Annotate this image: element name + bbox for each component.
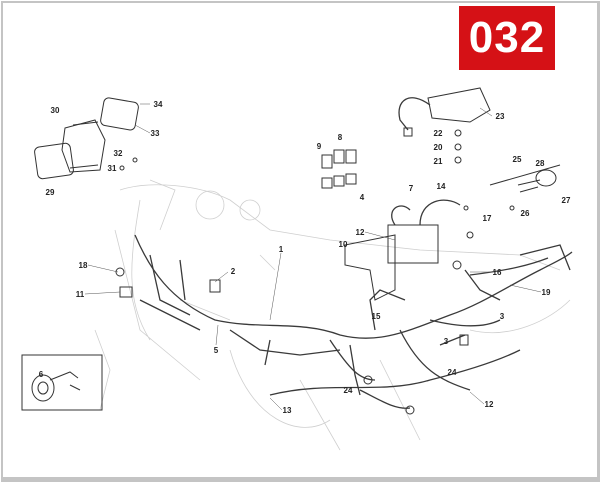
tail-light [398, 87, 491, 164]
callout-3b: 3 [444, 337, 449, 346]
callout-labels: 30 34 33 32 31 29 9 8 4 23 22 20 21 25 2… [39, 100, 571, 415]
main-harness [115, 234, 573, 415]
callout-18: 18 [79, 261, 88, 270]
callout-22: 22 [434, 129, 443, 138]
callout-12: 12 [356, 228, 365, 237]
callout-30: 30 [51, 106, 60, 115]
callout-25: 25 [513, 155, 522, 164]
callout-8: 8 [338, 133, 343, 142]
callout-24b: 24 [448, 368, 457, 377]
callout-6: 6 [39, 370, 44, 379]
callout-21: 21 [434, 157, 443, 166]
relay-set [321, 149, 357, 189]
callout-4: 4 [360, 193, 365, 202]
callout-3: 3 [500, 312, 505, 321]
callout-7: 7 [409, 184, 414, 193]
callout-11: 11 [76, 290, 85, 299]
callout-10: 10 [339, 240, 348, 249]
callout-27: 27 [562, 196, 571, 205]
callout-13: 13 [283, 406, 292, 415]
callout-9: 9 [317, 142, 322, 151]
callout-23: 23 [496, 112, 505, 121]
callout-31: 31 [108, 164, 117, 173]
headlight-assembly [34, 97, 139, 180]
callout-15: 15 [372, 312, 381, 321]
callout-20: 20 [434, 143, 443, 152]
callout-17: 17 [483, 214, 492, 223]
callout-24: 24 [344, 386, 353, 395]
callout-2: 2 [231, 267, 236, 276]
callout-1: 1 [279, 245, 284, 254]
leader-lines [84, 103, 542, 411]
callout-33: 33 [151, 129, 160, 138]
callout-12b: 12 [485, 400, 494, 409]
callout-5: 5 [214, 346, 219, 355]
callout-32: 32 [114, 149, 123, 158]
callout-28: 28 [536, 159, 545, 168]
callout-29: 29 [46, 188, 55, 197]
turn-indicator [489, 164, 561, 211]
callout-14: 14 [437, 182, 446, 191]
callout-16: 16 [493, 268, 502, 277]
battery [344, 199, 474, 301]
callout-26: 26 [521, 209, 530, 218]
motorcycle-outline [94, 179, 571, 451]
callout-19: 19 [542, 288, 551, 297]
page-number-badge: 032 [459, 6, 555, 70]
horn [21, 354, 103, 411]
callout-34: 34 [154, 100, 163, 109]
